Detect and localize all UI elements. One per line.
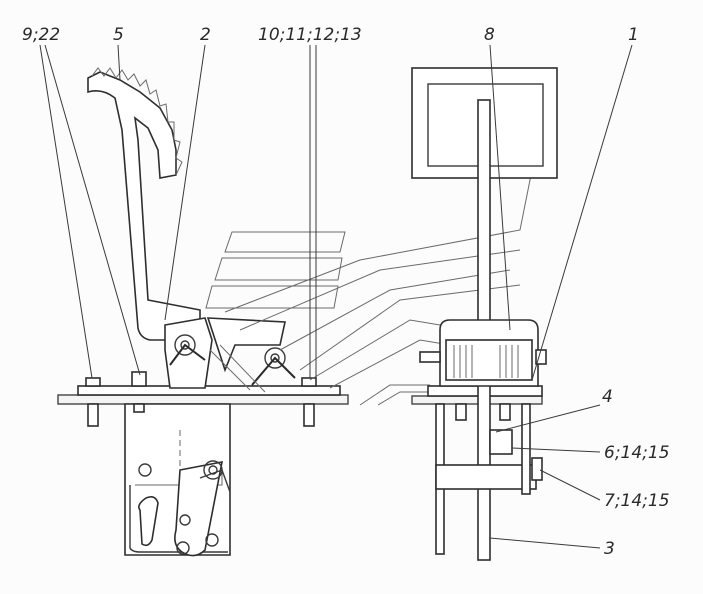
floor-plate-right xyxy=(411,385,543,405)
pedal-hinge xyxy=(164,317,296,470)
callout-7-14-15: 7;14;15 xyxy=(604,491,670,511)
callout-9-22: 9;22 xyxy=(22,25,60,45)
callout-1: 1 xyxy=(628,25,639,45)
housing-right xyxy=(419,319,547,387)
bolts-left xyxy=(85,371,317,427)
leader-lines xyxy=(39,44,633,549)
callout-10-11-12-13: 10;11;12;13 xyxy=(258,25,362,45)
pedal-lever xyxy=(87,67,201,341)
callout-3: 3 xyxy=(604,539,615,559)
callout-5: 5 xyxy=(113,25,124,45)
callout-2: 2 xyxy=(200,25,211,45)
callout-4: 4 xyxy=(602,387,613,407)
callout-6-14-15: 6;14;15 xyxy=(604,443,670,463)
mounting-bracket-left xyxy=(124,403,231,557)
callout-8: 8 xyxy=(484,25,495,45)
callout-labels: 9;22 5 2 10;11;12;13 8 1 4 6;14;15 7;14;… xyxy=(22,25,670,559)
